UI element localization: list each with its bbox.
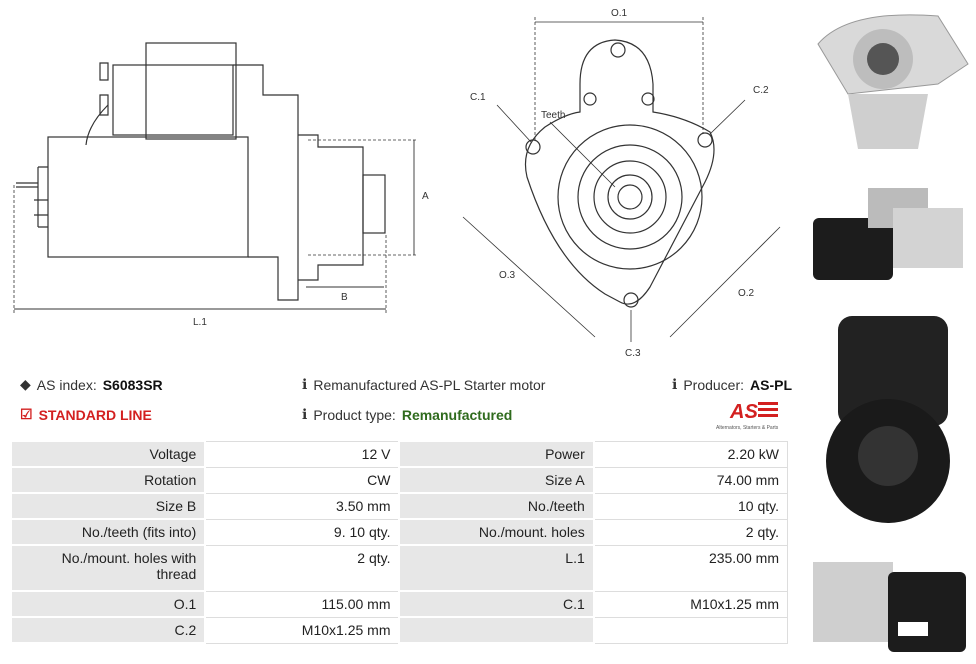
spec-label: O.1 xyxy=(9,590,207,618)
product-photo-front[interactable] xyxy=(808,4,970,154)
product-photo-back[interactable] xyxy=(808,296,970,534)
spec-value: 235.00 mm xyxy=(593,544,788,592)
spec-label: L.1 xyxy=(398,544,595,592)
spec-label: No./mount. holes xyxy=(398,518,595,546)
spec-value: 2.20 kW xyxy=(593,440,788,468)
spec-value: 2 qty. xyxy=(204,544,400,592)
tag-icon: ◆ xyxy=(20,376,31,392)
info-icon: ℹ xyxy=(302,406,308,422)
spec-label: C.2 xyxy=(9,616,207,644)
spec-value: M10x1.25 mm xyxy=(593,590,788,618)
product-photo-side[interactable] xyxy=(808,178,970,286)
dim-label-teeth: Teeth xyxy=(541,110,565,121)
spec-value: 10 qty. xyxy=(593,492,788,520)
producer: ℹ Producer: AS-PL xyxy=(672,376,792,393)
spec-value: 74.00 mm xyxy=(593,466,788,494)
spec-value: CW xyxy=(204,466,400,494)
description: ℹ Remanufactured AS-PL Starter motor xyxy=(302,376,545,393)
as-index-value: S6083SR xyxy=(102,376,163,393)
dim-label-C2: C.2 xyxy=(753,85,769,96)
spec-label xyxy=(398,616,595,644)
description-text: Remanufactured AS-PL Starter motor xyxy=(313,376,546,393)
dim-label-O2: O.2 xyxy=(738,288,755,299)
spec-value: 12 V xyxy=(204,440,400,468)
standard-line[interactable]: ☑ STANDARD LINE xyxy=(20,406,152,423)
dim-label-A: A xyxy=(422,191,429,202)
product-type-label: Product type: xyxy=(313,406,396,423)
spec-value: 3.50 mm xyxy=(204,492,400,520)
spec-label: Voltage xyxy=(9,440,207,468)
spec-value: 115.00 mm xyxy=(204,590,400,618)
as-index-label: AS index: xyxy=(36,376,97,393)
producer-label: Producer: xyxy=(683,376,745,393)
svg-text:AS: AS xyxy=(729,401,758,423)
dim-label-C3: C.3 xyxy=(625,348,641,359)
product-photo-angle[interactable] xyxy=(808,542,970,660)
product-type-value: Remanufactured xyxy=(401,406,513,423)
table-row: No./teeth (fits into)9. 10 qty.No./mount… xyxy=(9,518,788,546)
spec-label: Size B xyxy=(9,492,207,520)
spec-value xyxy=(593,616,788,644)
spec-label: Rotation xyxy=(9,466,207,494)
starter-side-view-diagram: L.1 A B xyxy=(13,42,429,328)
info-icon: ℹ xyxy=(672,376,678,392)
dim-label-L1: L.1 xyxy=(193,317,207,328)
producer-value: AS-PL xyxy=(750,376,793,393)
spec-value: 2 qty. xyxy=(593,518,788,546)
as-index: ◆ AS index: S6083SR xyxy=(20,376,163,393)
dim-label-O1: O.1 xyxy=(611,8,628,19)
spec-label: Size A xyxy=(398,466,595,494)
spec-value: M10x1.25 mm xyxy=(204,616,400,644)
product-type: ℹ Product type: Remanufactured xyxy=(302,406,512,423)
info-icon: ℹ xyxy=(302,376,308,392)
dim-label-B: B xyxy=(341,292,348,303)
spec-label: C.1 xyxy=(398,590,595,618)
checkbox-icon: ☑ xyxy=(20,406,33,422)
logo-tagline: Alternators, Starters & Parts xyxy=(716,425,779,431)
spec-label: No./teeth xyxy=(398,492,595,520)
dim-label-C1: C.1 xyxy=(470,92,486,103)
spec-value: 9. 10 qty. xyxy=(204,518,400,546)
spec-label: No./teeth (fits into) xyxy=(9,518,207,546)
as-pl-logo: AS Alternators, Starters & Parts xyxy=(716,401,779,431)
standard-line-label: STANDARD LINE xyxy=(38,406,152,423)
spec-label: Power xyxy=(398,440,595,468)
starter-front-view-diagram: O.1 O.2 O.3 C.1 C.2 C.3 Teeth xyxy=(462,8,781,359)
spec-label: No./mount. holes with thread xyxy=(9,544,207,592)
dim-label-O3: O.3 xyxy=(499,270,516,281)
